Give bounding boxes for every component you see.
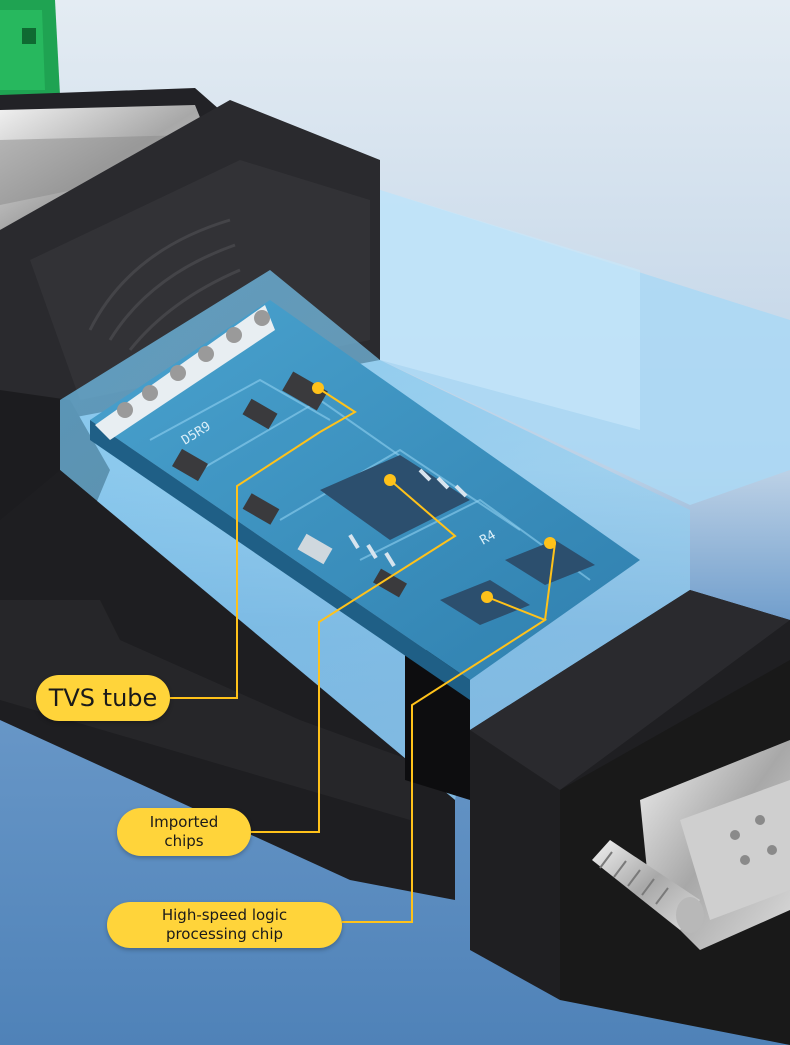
leader-line	[544, 542, 556, 621]
terminal-block	[0, 0, 60, 95]
callout-dot	[481, 591, 493, 603]
callout-dot	[312, 382, 324, 394]
callout-dot	[544, 537, 556, 549]
callout-dot	[384, 474, 396, 486]
pcb-board: D5R9 R4	[90, 300, 640, 700]
leader-line	[251, 479, 457, 833]
leader-lines	[170, 387, 556, 923]
pcb-label-r4: R4	[478, 528, 499, 549]
screw	[592, 840, 704, 933]
callout-tvs-tube: TVS tube	[36, 675, 170, 721]
callout-logic-chip: High-speed logic processing chip	[107, 902, 342, 948]
leader-line	[342, 596, 548, 923]
callout-dots	[312, 382, 556, 603]
logic-ic	[320, 455, 470, 568]
right-db9-connector	[470, 590, 790, 1045]
leader-line	[170, 387, 357, 699]
callout-imported-chips: Imported chips	[117, 808, 251, 856]
